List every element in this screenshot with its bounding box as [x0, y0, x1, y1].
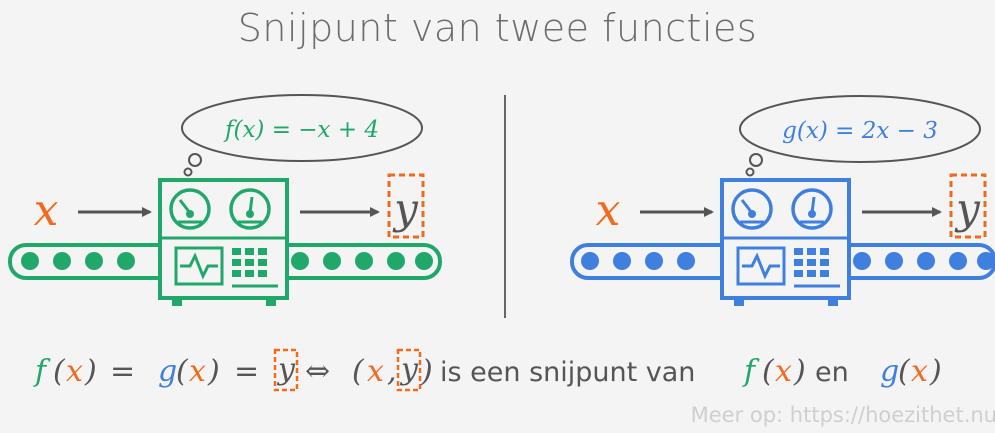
eq-paren: ) [420, 354, 433, 389]
input-x-label: x [596, 185, 621, 236]
bubble-dot-1 [749, 153, 763, 167]
bubble-dot-2 [183, 167, 193, 177]
formula-f: f(x) = −x + 4 [223, 117, 379, 143]
equation-y-box [273, 348, 299, 392]
eq-iff: ⇔ [305, 354, 330, 389]
eq-paren: ( [762, 354, 775, 389]
formula-bubble [739, 95, 981, 163]
eq-paren: ( [53, 354, 66, 389]
eq-g: g [158, 354, 177, 389]
eq-paren: ) [207, 354, 220, 389]
eq-f: f [33, 354, 51, 389]
eq-x: x [367, 354, 384, 389]
output-y-label: y [392, 184, 419, 233]
eq-paren: ( [352, 354, 365, 389]
output-y-box [387, 173, 425, 239]
eq-x: x [775, 354, 792, 389]
gauge-icon [731, 188, 773, 230]
input-x-label: x [34, 185, 59, 236]
keypad-icon [232, 248, 267, 277]
machine-g: g(x) = 2x − 3 x [570, 95, 995, 306]
eq-equals: = [110, 354, 135, 389]
eq-text-en: en [815, 357, 849, 388]
eq-y: y [276, 352, 296, 387]
eq-equals: = [234, 354, 259, 389]
footer-source-link[interactable]: Meer op: https://hoezithet.nu [690, 403, 995, 427]
eq-comma: , [387, 354, 397, 389]
page-title: Snijpunt van twee functies [237, 6, 758, 50]
eq-text-snijpunt: is een snijpunt van [440, 357, 695, 388]
formula-g: g(x) = 2x − 3 [782, 118, 938, 144]
eq-paren: ) [84, 354, 97, 389]
gauge-icon [229, 188, 271, 230]
eq-paren: ( [898, 354, 911, 389]
equation-y-box [396, 348, 422, 392]
eq-paren: ( [176, 354, 189, 389]
eq-paren: ) [929, 354, 942, 389]
eq-x: x [66, 354, 83, 389]
eq-x: x [189, 354, 206, 389]
gauge-icon [791, 188, 833, 230]
waveform-screen-icon [174, 246, 224, 286]
conveyor-rollers [21, 252, 433, 270]
keypad-icon [794, 248, 829, 277]
machine-f: f(x) = −x + 4 [8, 94, 442, 306]
waveform-screen-icon [736, 246, 786, 286]
eq-y: y [399, 352, 419, 387]
bubble-dot-1 [188, 153, 202, 167]
eq-paren: ) [793, 354, 806, 389]
bubble-dot-2 [745, 167, 755, 177]
eq-f: f [742, 354, 760, 389]
eq-g: g [880, 354, 899, 389]
formula-bubble [181, 94, 423, 162]
equation-line: f ( x ) = g ( x ) = y ⇔ ( x , y ) is een… [33, 348, 942, 392]
eq-x: x [911, 354, 928, 389]
output-y-label: y [954, 184, 981, 233]
conveyor-rollers [581, 252, 995, 270]
gauge-icon [169, 188, 211, 230]
output-y-box [949, 173, 987, 239]
